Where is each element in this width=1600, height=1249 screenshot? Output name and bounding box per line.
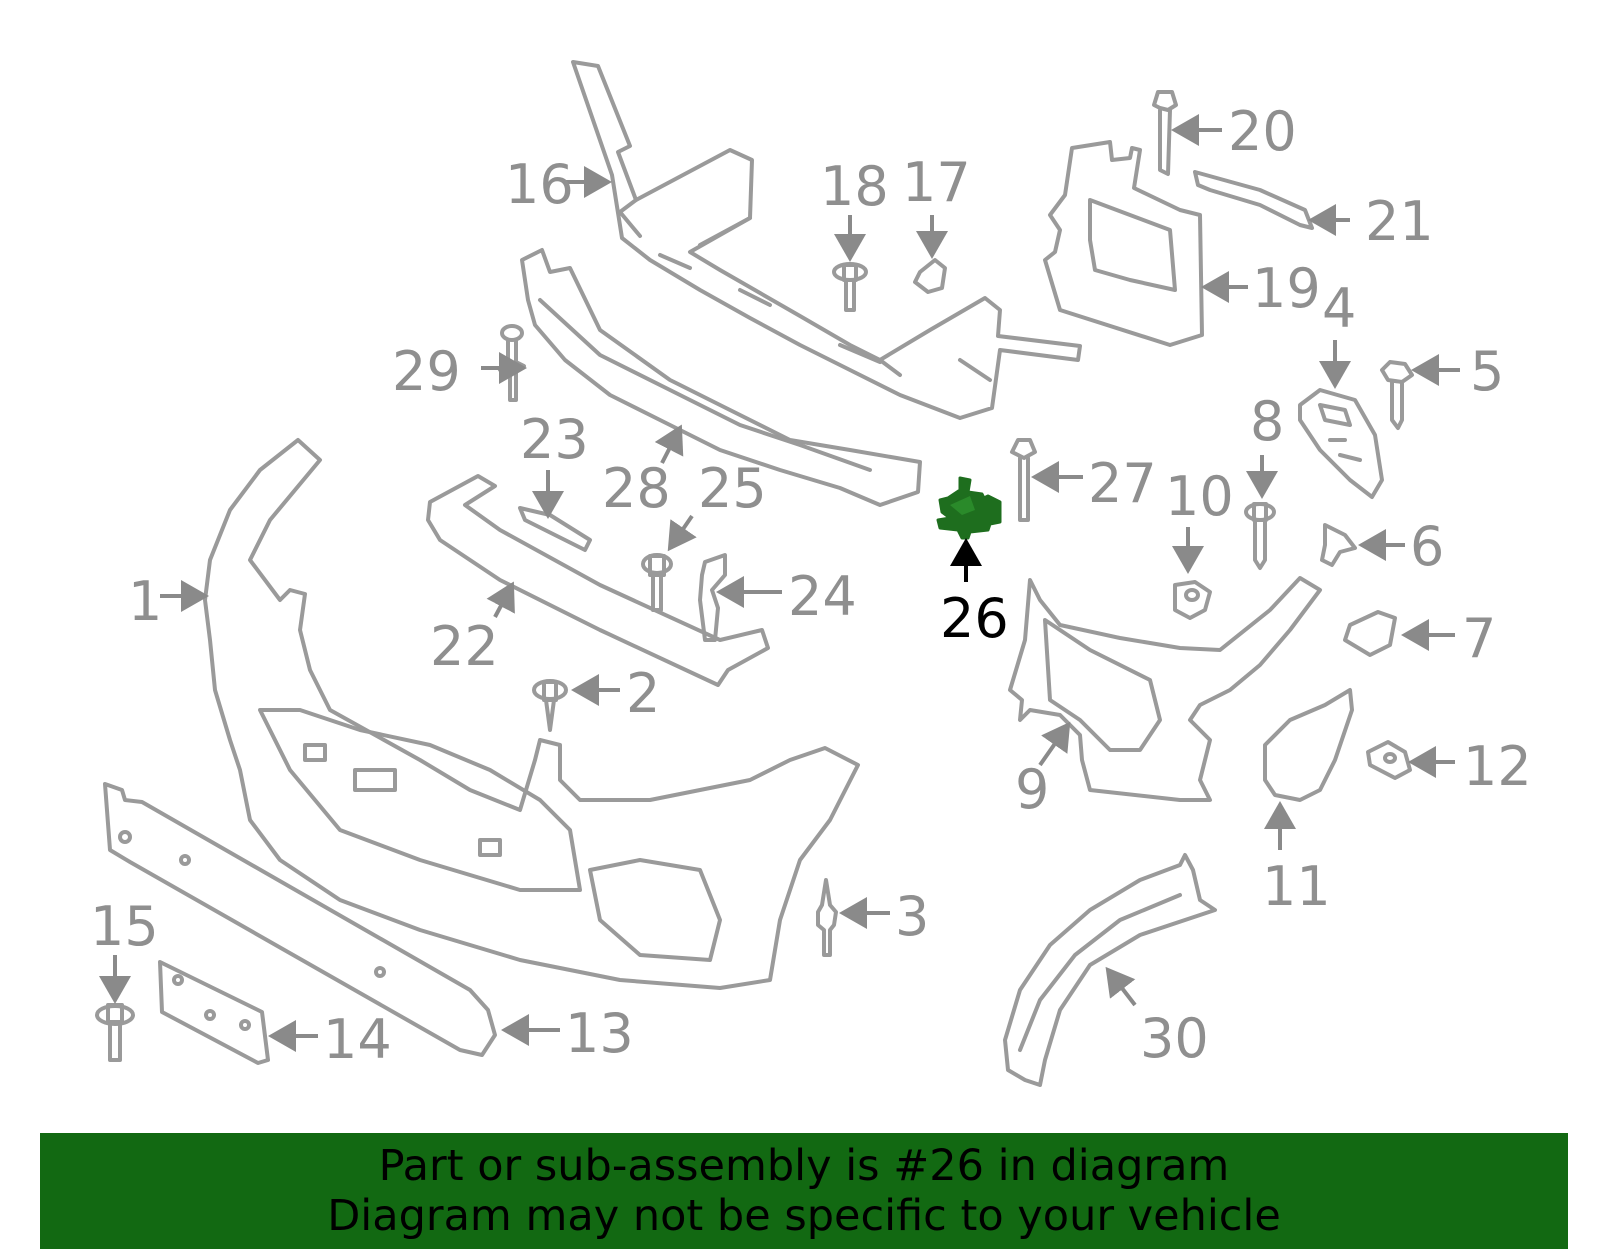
label-29: 29 [392,340,461,403]
label-6: 6 [1410,515,1444,578]
fastener-29[interactable] [498,324,526,402]
part-6-clip[interactable] [1320,523,1357,567]
fastener-20[interactable] [1152,90,1178,176]
fastener-25[interactable] [641,553,673,612]
label-16: 16 [505,153,574,216]
fastener-5[interactable] [1380,360,1414,430]
label-5: 5 [1470,340,1504,403]
part-23-clip[interactable] [518,506,592,552]
part-11-bracket[interactable] [1263,688,1354,802]
label-17: 17 [902,151,971,214]
label-21: 21 [1365,190,1434,253]
label-30: 30 [1140,1007,1209,1070]
label-20: 20 [1228,100,1297,163]
label-18: 18 [820,155,889,218]
label-1: 1 [128,570,162,633]
label-25: 25 [698,457,767,520]
label-4: 4 [1322,277,1356,340]
label-26-highlighted: 26 [940,587,1009,650]
label-27: 27 [1088,452,1157,515]
part-22-lower-bar[interactable] [426,474,770,687]
label-9: 9 [1015,758,1049,821]
label-13: 13 [565,1002,634,1065]
fastener-8[interactable] [1244,502,1276,570]
label-22: 22 [430,615,499,678]
label-8: 8 [1250,390,1284,453]
label-24: 24 [788,565,857,628]
parts-diagram: 16 18 17 20 21 19 4 5 29 23 28 25 27 8 1… [90,60,1532,1087]
label-2: 2 [626,662,660,725]
part-21-strip[interactable] [1193,170,1314,230]
fastener-27[interactable] [1010,438,1037,522]
fastener-15[interactable] [95,1003,135,1062]
part-16-carrier[interactable] [571,60,1082,420]
part-9-bracket[interactable] [1008,576,1322,802]
label-23: 23 [520,408,589,471]
part-28-reinforcement[interactable] [520,248,922,507]
banner-line-1: Part or sub-assembly is #26 in diagram [378,1141,1230,1191]
fastener-3[interactable] [816,878,838,957]
part-30-wheel-arch[interactable] [1003,853,1217,1087]
part-12-nut[interactable] [1366,740,1412,780]
fastener-2[interactable] [532,679,568,732]
part-labels: 16 18 17 20 21 19 4 5 29 23 28 25 27 8 1… [90,100,1532,1071]
label-3: 3 [895,885,929,948]
label-28: 28 [602,457,671,520]
part-19-absorber[interactable] [1043,140,1204,347]
part-24-bracket[interactable] [698,553,727,642]
label-12: 12 [1463,735,1532,798]
part-7-clip[interactable] [1343,610,1397,657]
part-14-plate[interactable] [158,960,270,1065]
banner-line-2: Diagram may not be specific to your vehi… [327,1191,1281,1241]
part-26-highlighted[interactable] [936,476,1002,540]
info-banner: Part or sub-assembly is #26 in diagram D… [40,1133,1568,1249]
label-15: 15 [90,895,159,958]
label-14: 14 [323,1008,392,1071]
leader-arrows [99,114,1460,1052]
fastener-18[interactable] [832,262,868,312]
label-11: 11 [1262,855,1331,918]
part-4-grille-piece[interactable] [1298,388,1384,499]
part-1-bumper-cover[interactable] [203,438,860,990]
part-13-lower-strip[interactable] [103,782,497,1057]
label-7: 7 [1462,607,1496,670]
part-17-clip[interactable] [913,258,947,294]
label-19: 19 [1252,257,1321,320]
part-10-nut[interactable] [1173,580,1212,620]
label-10: 10 [1165,465,1234,528]
